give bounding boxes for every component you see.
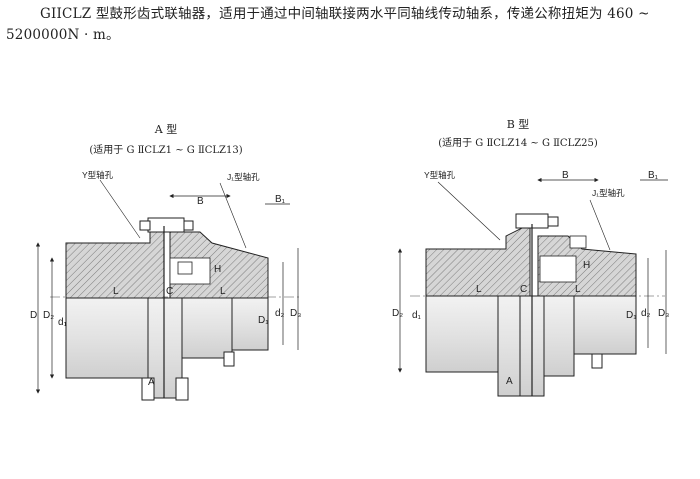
type-b-left-hub-body — [425, 295, 499, 373]
type-a-label-d1: d₁ — [58, 317, 68, 328]
type-b-label-j1-bore: J₁型轴孔 — [592, 188, 625, 198]
type-b-right-hub-body — [573, 295, 637, 355]
type-a-lower-bolt-r — [175, 377, 189, 401]
type-a-subtitle: (适用于 G ⅡCLZ1 ~ G ⅡCLZ13) — [89, 144, 242, 156]
intro-line-2: 5200000N · m。 — [6, 27, 120, 43]
type-b-label-L-right: L — [575, 284, 581, 295]
type-a-sleeve-body — [181, 297, 233, 359]
type-a-plug — [223, 351, 235, 367]
type-b-label-d2: d₂ — [641, 308, 651, 319]
type-a-y-leader — [99, 179, 141, 239]
type-b-title: B 型 — [507, 117, 530, 131]
type-b-label-D3: D₃ — [658, 308, 669, 319]
type-b-label-D2: D₂ — [392, 308, 403, 319]
type-a-label-L-right: L — [220, 286, 226, 297]
type-a-title: A 型 — [154, 122, 177, 136]
type-b-label-H: H — [583, 260, 590, 271]
type-b-j1-leader — [589, 199, 611, 251]
type-a-label-H: H — [214, 264, 221, 275]
type-b-bolt-nut — [547, 216, 559, 227]
type-b-seal — [569, 235, 587, 249]
type-a-right-hub-body — [231, 297, 269, 351]
type-b-sleeve-body — [543, 295, 575, 377]
intro-text: GIICLZ 型鼓形齿式联轴器，适用于通过中间轴联接两水平同轴线传动轴系，传递公… — [6, 4, 696, 46]
type-a-label-A: A — [148, 377, 155, 388]
type-a-label-B: B — [197, 196, 204, 207]
type-a-bolt-nut — [183, 220, 194, 231]
type-a-drawing: A 型 (适用于 G ⅡCLZ1 ~ G ⅡCLZ13) D D₂ d₁ B — [30, 122, 301, 401]
type-b-label-B: B — [562, 170, 569, 181]
type-b-subtitle: (适用于 G ⅡCLZ14 ~ G ⅡCLZ25) — [438, 137, 598, 149]
type-b-sleeve-cavity — [539, 255, 577, 283]
type-a-label-d2: d₂ — [275, 308, 285, 319]
type-a-label-D2: D₂ — [43, 310, 54, 321]
type-a-label-D3: D₃ — [290, 308, 301, 319]
type-a-top-bolt — [147, 217, 185, 233]
type-b-label-y-bore: Y型轴孔 — [424, 170, 456, 180]
type-a-label-C: C — [166, 286, 173, 297]
type-a-bolt-head — [139, 220, 151, 231]
type-b-label-A: A — [506, 376, 513, 387]
type-a-lower-bolt-l — [141, 377, 155, 401]
type-a-label-D: D — [30, 310, 37, 321]
intro-line-1: GIICLZ 型鼓形齿式联轴器，适用于通过中间轴联接两水平同轴线传动轴系，传递公… — [40, 6, 650, 22]
type-b-label-d1: d₁ — [412, 310, 422, 321]
type-a-label-y-bore: Y型轴孔 — [82, 170, 114, 180]
type-a-j1-leader — [219, 182, 247, 249]
type-b-plug — [591, 353, 603, 369]
type-b-label-D1: D₁ — [626, 310, 637, 321]
type-a-label-j1-bore: J₁型轴孔 — [227, 172, 260, 182]
type-a-gear-tooth — [177, 261, 193, 275]
type-a-label-B1: B₁ — [275, 194, 286, 205]
type-b-y-leader — [437, 181, 501, 241]
type-b-drawing: B 型 (适用于 G ⅡCLZ14 ~ G ⅡCLZ25) D₂ d₁ B B₁… — [392, 117, 669, 397]
type-a-label-D1: D₁ — [258, 315, 269, 326]
type-b-label-C: C — [520, 284, 527, 295]
type-a-label-L-left: L — [113, 286, 119, 297]
type-a-left-hub-body — [65, 297, 152, 379]
type-b-label-B1: B₁ — [648, 170, 659, 181]
type-b-label-L-left: L — [476, 284, 482, 295]
